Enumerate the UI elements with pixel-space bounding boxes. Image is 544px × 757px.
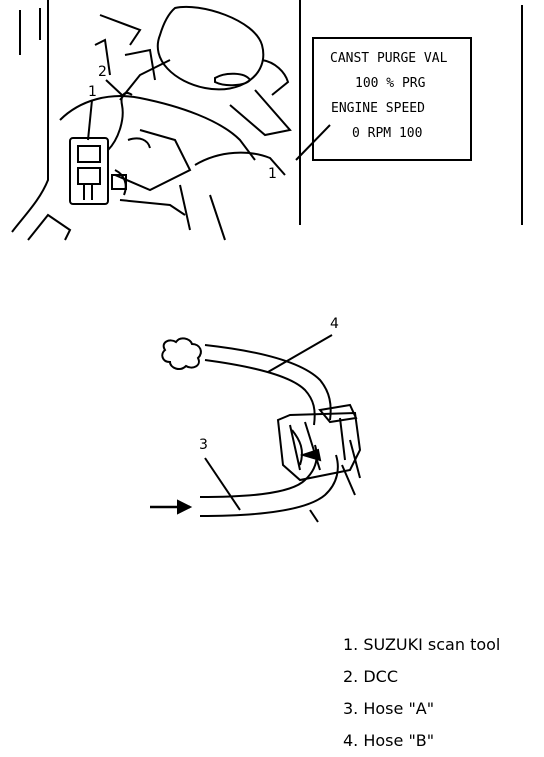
- legend-item-3: 3. Hose "A": [343, 699, 435, 718]
- legend-item-2: 2. DCC: [343, 667, 399, 686]
- dashboard-illustration: [11, 0, 523, 241]
- callout-top-2: 2: [98, 64, 107, 80]
- display-line-3: ENGINE SPEED: [331, 101, 425, 116]
- purge-valve-illustration: [150, 334, 362, 523]
- display-line-1: CANST PURGE VAL: [330, 51, 448, 66]
- display-line-4: 0 RPM 100: [352, 126, 423, 141]
- callout-hose-4: 4: [330, 316, 339, 332]
- display-line-2: 100 % PRG: [355, 76, 426, 91]
- legend: 1. SUZUKI scan tool 2. DCC 3. Hose "A" 4…: [343, 629, 500, 757]
- callout-hose-3: 3: [199, 437, 208, 453]
- callout-display-1: 1: [268, 166, 277, 182]
- legend-item-1: 1. SUZUKI scan tool: [343, 635, 501, 654]
- callout-top-1: 1: [88, 84, 97, 100]
- legend-item-4: 4. Hose "B": [343, 731, 435, 750]
